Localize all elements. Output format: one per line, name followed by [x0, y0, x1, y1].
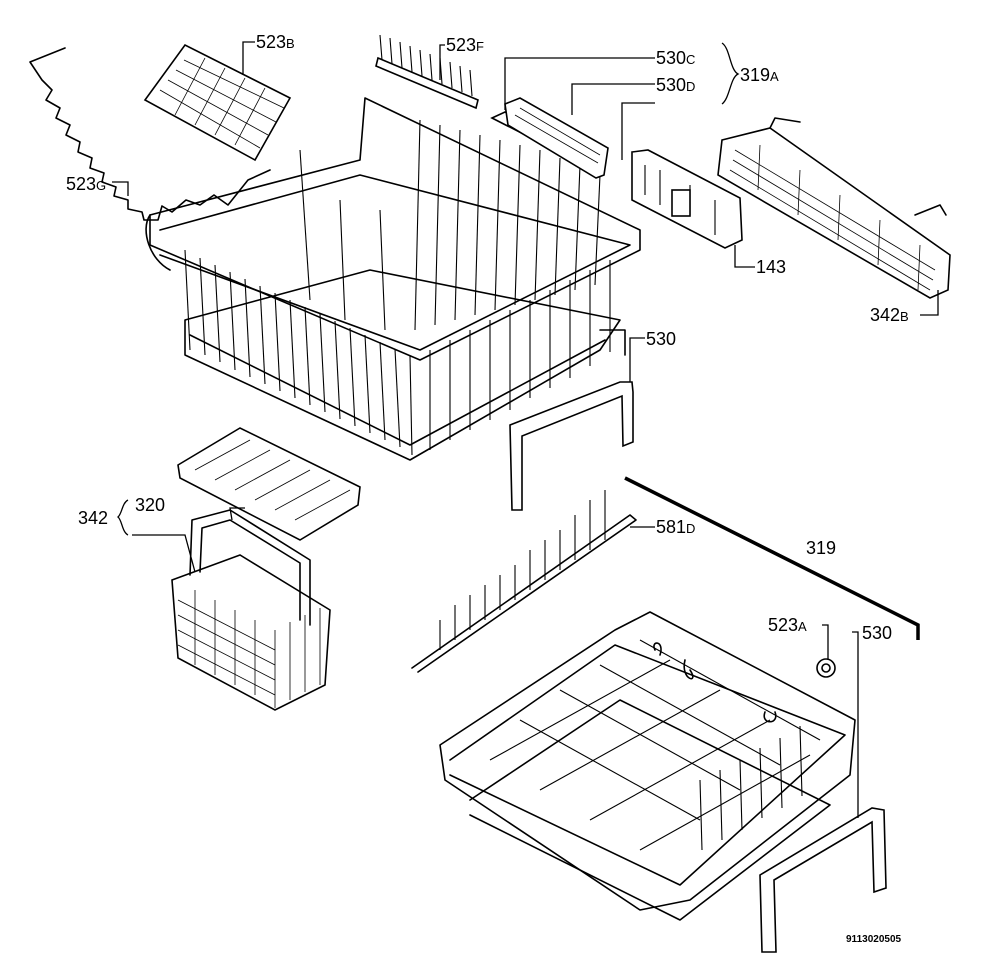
rail-319	[624, 476, 920, 640]
cup-rack-523b	[143, 43, 292, 162]
leader-lines	[112, 41, 939, 818]
label-319: 319	[806, 538, 836, 558]
drawing-code: 9113020505	[846, 934, 902, 945]
knob-523a	[816, 658, 836, 678]
label-530c: 530C	[656, 48, 695, 68]
rail-530d	[504, 97, 609, 179]
cover-320	[177, 427, 361, 541]
basket-342b	[717, 117, 951, 299]
label-523b: 523B	[256, 32, 295, 52]
cutlery-basket-342	[171, 509, 331, 711]
label-581d: 581D	[656, 517, 695, 537]
comb-523f	[375, 34, 479, 110]
label-342: 342	[78, 508, 108, 528]
bracket-143	[631, 149, 743, 249]
label-143: 143	[756, 257, 786, 277]
label-319a: 319A	[740, 65, 779, 85]
wire-523g	[29, 47, 271, 221]
profile-530-lower	[759, 807, 887, 953]
label-523a: 523A	[768, 615, 807, 635]
upper-basket	[145, 97, 641, 461]
part-labels: 523B 523F 530C 530D 319A 523G 143 342B 5…	[66, 32, 909, 945]
label-523g: 523G	[66, 174, 106, 194]
lower-basket	[439, 611, 856, 921]
label-523f: 523F	[446, 35, 484, 55]
label-530-upper: 530	[646, 329, 676, 349]
label-530d: 530D	[656, 75, 695, 95]
label-530-lower: 530	[862, 623, 892, 643]
tine-rack-581d	[411, 490, 637, 673]
profile-530-upper	[509, 381, 634, 511]
label-342b: 342B	[870, 305, 909, 325]
label-320: 320	[135, 495, 165, 515]
